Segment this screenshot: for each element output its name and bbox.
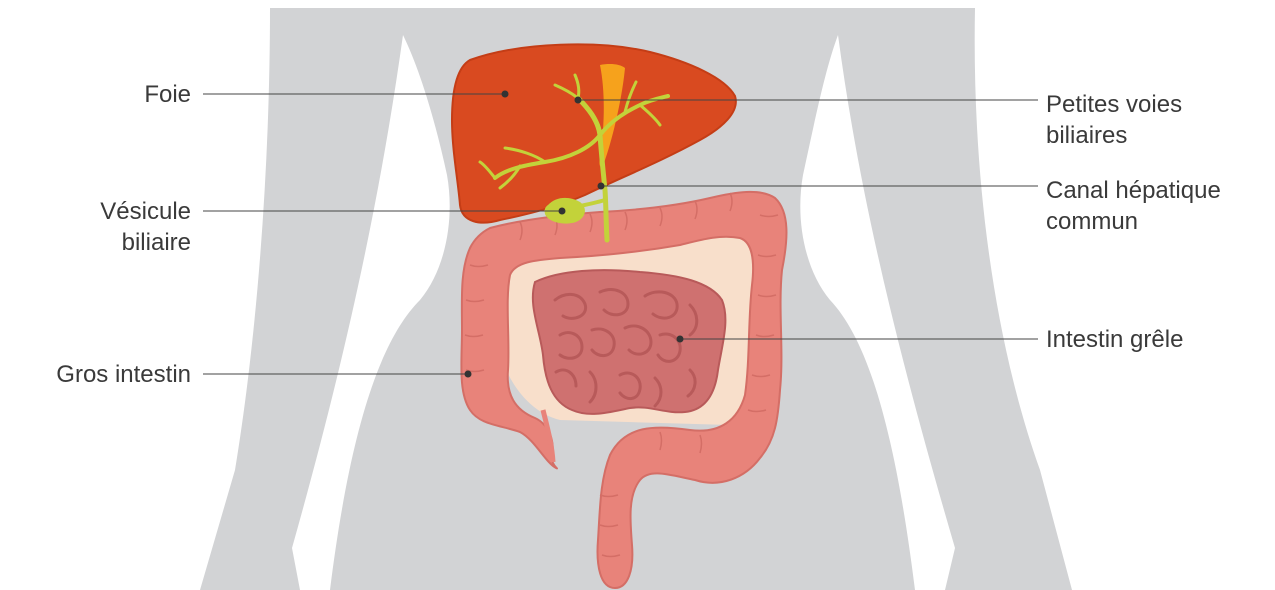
dot-intestin-grele: [677, 336, 684, 343]
label-canal-line2: commun: [1046, 206, 1221, 237]
label-vesicule-biliaire: Vésicule biliaire: [100, 196, 191, 258]
label-intestin-grele: Intestin grêle: [1046, 324, 1183, 355]
dot-gros-intestin: [465, 371, 472, 378]
dot-vesicule: [559, 208, 566, 215]
small-intestine-mass: [533, 270, 726, 414]
label-petites-voies-line2: biliaires: [1046, 120, 1182, 151]
label-vesicule-line2: biliaire: [100, 227, 191, 258]
small-intestine: [533, 270, 726, 414]
label-foie: Foie: [144, 79, 191, 110]
common-hepatic-duct: [605, 190, 607, 240]
dot-petites-voies: [575, 97, 582, 104]
dot-foie: [502, 91, 509, 98]
label-vesicule-line1: Vésicule: [100, 196, 191, 227]
dot-canal: [598, 183, 605, 190]
label-canal-line1: Canal hépatique: [1046, 175, 1221, 206]
label-canal-hepatique-commun: Canal hépatique commun: [1046, 175, 1221, 237]
label-foie-text: Foie: [144, 79, 191, 110]
label-petites-voies-line1: Petites voies: [1046, 89, 1182, 120]
label-gros-intestin: Gros intestin: [56, 359, 191, 390]
label-petites-voies-biliaires: Petites voies biliaires: [1046, 89, 1182, 151]
label-intestin-grele-text: Intestin grêle: [1046, 324, 1183, 355]
label-gros-intestin-text: Gros intestin: [56, 359, 191, 390]
